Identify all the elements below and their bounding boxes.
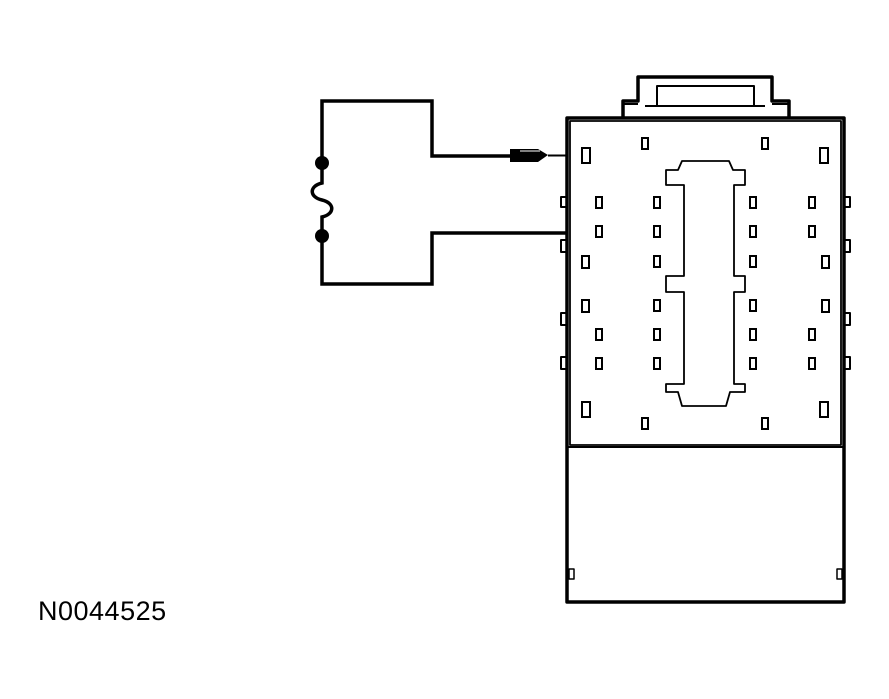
connector-side-tabs-right [844, 196, 851, 370]
connector-side-tabs-left [560, 196, 567, 370]
connector-key-recess [665, 160, 746, 407]
multi-pin-connector [560, 75, 851, 604]
jumper-wire-upper [320, 99, 515, 163]
connector-pin-cavities [581, 137, 830, 430]
fuse-symbol-icon [310, 163, 334, 236]
fuse-terminal-bottom [315, 229, 329, 243]
figure-id-label: N0044525 [38, 596, 167, 626]
fuse-terminal-top [315, 156, 329, 170]
connector-housing [565, 116, 846, 604]
fused-jumper-wire [310, 99, 683, 286]
connector-mating-face [569, 120, 842, 446]
connector-latch [621, 75, 791, 118]
jumper-wire-lower [320, 231, 683, 286]
